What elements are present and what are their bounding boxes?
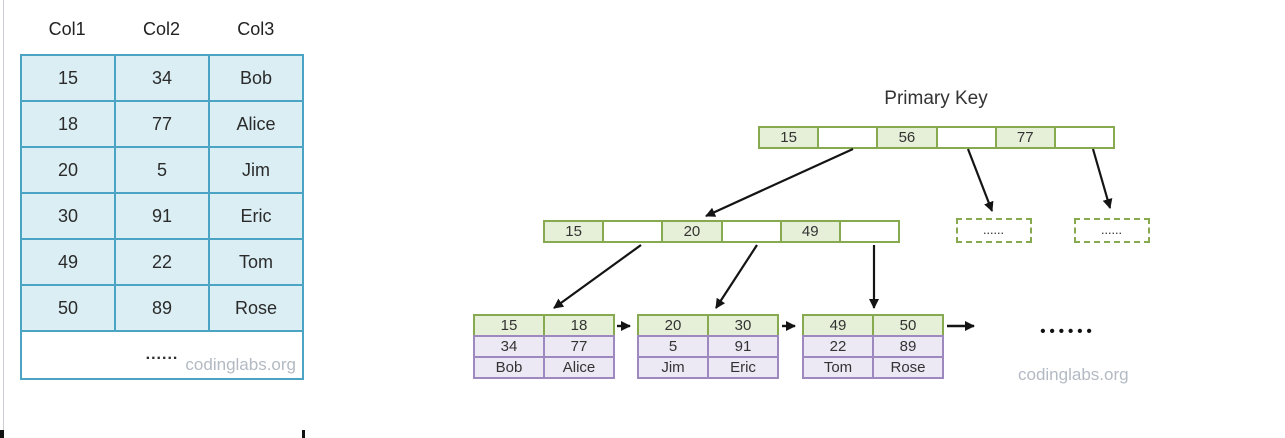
- leaf-key-cell: 30: [707, 314, 779, 337]
- leaf-data-cell: Alice: [543, 356, 615, 379]
- table-ellipsis: ......: [145, 346, 179, 363]
- root-pointer-cell: [1053, 126, 1116, 149]
- internal-pointer-cell: [720, 220, 782, 243]
- table-row: 20 5 Jim: [20, 146, 304, 194]
- internal-key-cell: 15: [543, 220, 605, 243]
- leaf-key-cell: 20: [637, 314, 709, 337]
- table-cell: 20: [20, 146, 116, 194]
- table-cell: 50: [20, 284, 116, 332]
- internal-pointer-cell: [838, 220, 901, 243]
- leaf-key-cell: 50: [872, 314, 944, 337]
- table-cell: 77: [114, 100, 210, 148]
- leaf-data-cell: Eric: [707, 356, 779, 379]
- table-cell: Eric: [208, 192, 304, 240]
- root-key-cell: 77: [994, 126, 1056, 149]
- column-header-col1: Col1: [48, 19, 86, 39]
- table-watermark: codinglabs.org: [185, 355, 296, 374]
- leaf-data-row: 22 89: [802, 335, 944, 358]
- root-key-cell: 56: [876, 126, 938, 149]
- page-edge-line: [3, 0, 4, 438]
- table-cell: Rose: [208, 284, 304, 332]
- btree-leaf-node: 15 18 34 77 Bob Alice: [473, 314, 615, 379]
- leaf-data-cell: Jim: [637, 356, 709, 379]
- table-row: 15 34 Bob: [20, 54, 304, 102]
- internal-pointer-cell: [602, 220, 664, 243]
- bottom-mid-tick: [302, 430, 305, 438]
- leaf-key-cell: 49: [802, 314, 874, 337]
- arrow-root-to-internal: [705, 147, 854, 218]
- leaf-data-row: 5 91: [637, 335, 779, 358]
- leaf-data-cell: Bob: [473, 356, 545, 379]
- collapsed-subtree-node: ......: [956, 218, 1032, 243]
- table-cell: 49: [20, 238, 116, 286]
- internal-key-cell: 49: [779, 220, 841, 243]
- leaf-data-cell: 91: [707, 335, 779, 358]
- arrow-internal-to-leaf2: [715, 244, 758, 309]
- leaf-data-row: Jim Eric: [637, 356, 779, 379]
- table-cell: 91: [114, 192, 210, 240]
- leaf-data-cell: 22: [802, 335, 874, 358]
- table-cell: Jim: [208, 146, 304, 194]
- btree-leaf-node: 20 30 5 91 Jim Eric: [637, 314, 779, 379]
- leaf-key-cell: 18: [543, 314, 615, 337]
- table-cell: 34: [114, 54, 210, 102]
- table-cell: 22: [114, 238, 210, 286]
- leaf-data-cell: Rose: [872, 356, 944, 379]
- arrow-root-to-dashed1: [966, 148, 994, 212]
- table-row: 18 77 Alice: [20, 100, 304, 148]
- arrow-root-to-dashed2: [1091, 148, 1113, 209]
- table-ellipsis-row: ...... codinglabs.org: [20, 330, 304, 380]
- internal-key-cell: 20: [661, 220, 723, 243]
- collapsed-subtree-node: ......: [1074, 218, 1150, 243]
- leaf-data-cell: 34: [473, 335, 545, 358]
- table-cell: Alice: [208, 100, 304, 148]
- btree-internal-node: 15 20 49: [543, 220, 901, 243]
- leaf-key-row: 15 18: [473, 314, 615, 337]
- leaf-data-row: Bob Alice: [473, 356, 615, 379]
- primary-key-label: Primary Key: [884, 88, 988, 109]
- leaf-chain-ellipsis: ••••••: [1040, 323, 1096, 340]
- table-row: 30 91 Eric: [20, 192, 304, 240]
- leaf-data-row: Tom Rose: [802, 356, 944, 379]
- bottom-left-tick: [0, 430, 4, 438]
- tree-watermark: codinglabs.org: [1018, 365, 1129, 384]
- table-cell: 18: [20, 100, 116, 148]
- table-column-headers: Col1 Col2 Col3: [20, 19, 303, 45]
- column-header-col3: Col3: [237, 19, 275, 39]
- data-table: 15 34 Bob 18 77 Alice 20 5 Jim 30 91 Eri…: [20, 54, 304, 380]
- root-key-cell: 15: [758, 126, 820, 149]
- table-ellipsis-cell: ...... codinglabs.org: [20, 330, 304, 380]
- leaf-data-row: 34 77: [473, 335, 615, 358]
- table-cell: Bob: [208, 54, 304, 102]
- leaf-key-cell: 15: [473, 314, 545, 337]
- table-cell: 5: [114, 146, 210, 194]
- root-pointer-cell: [935, 126, 997, 149]
- leaf-key-row: 49 50: [802, 314, 944, 337]
- arrow-internal-to-leaf1: [553, 244, 642, 309]
- table-cell: 30: [20, 192, 116, 240]
- root-pointer-cell: [817, 126, 879, 149]
- leaf-data-cell: 77: [543, 335, 615, 358]
- leaf-data-cell: 89: [872, 335, 944, 358]
- leaf-key-row: 20 30: [637, 314, 779, 337]
- table-cell: 15: [20, 54, 116, 102]
- table-row: 50 89 Rose: [20, 284, 304, 332]
- table-cell: Tom: [208, 238, 304, 286]
- leaf-data-cell: Tom: [802, 356, 874, 379]
- leaf-data-cell: 5: [637, 335, 709, 358]
- btree-leaf-node: 49 50 22 89 Tom Rose: [802, 314, 944, 379]
- table-cell: 89: [114, 284, 210, 332]
- table-row: 49 22 Tom: [20, 238, 304, 286]
- column-header-col2: Col2: [142, 19, 180, 39]
- btree-root-node: 15 56 77: [758, 126, 1116, 149]
